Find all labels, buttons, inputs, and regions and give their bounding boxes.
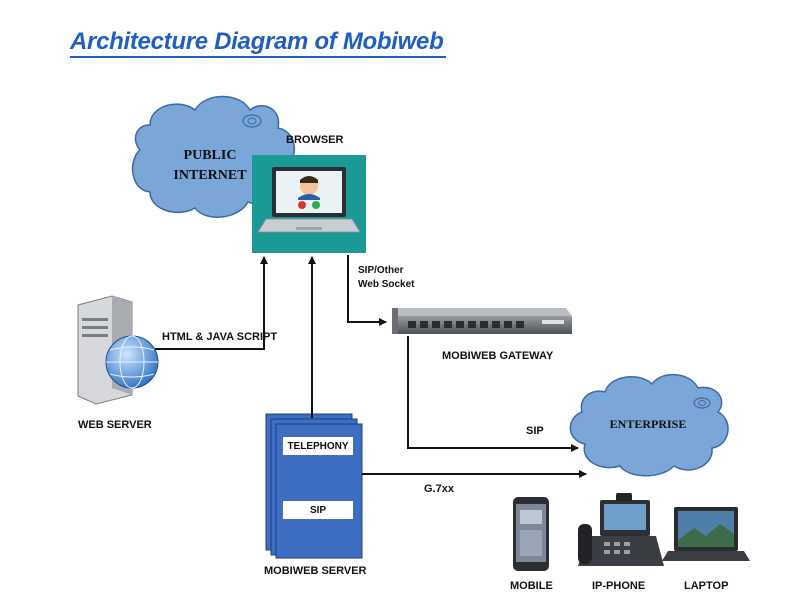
sip-module: SIP xyxy=(282,500,354,520)
laptop-label: LAPTOP xyxy=(684,580,729,592)
edge-sip xyxy=(407,336,579,452)
telephony-module: TELEPHONY xyxy=(282,436,354,456)
ip-phone-device xyxy=(578,493,664,566)
g7xx-label: G.7xx xyxy=(424,483,454,495)
web-socket-text: Web Socket xyxy=(358,279,415,290)
mobiweb-server-label: MOBIWEB SERVER xyxy=(264,565,367,577)
diagram-title: Architecture Diagram of Mobiweb xyxy=(70,28,444,55)
edge-sip-websocket xyxy=(347,255,387,326)
browser-node xyxy=(252,155,366,253)
sip-websocket-label: SIP/Other Web Socket xyxy=(358,264,415,292)
gateway-node xyxy=(392,308,572,334)
ip-phone-label: IP-PHONE xyxy=(592,580,646,592)
sip-other-text: SIP/Other xyxy=(358,265,404,276)
web-server-label: WEB SERVER xyxy=(78,419,152,431)
public-internet-label: PUBLIC INTERNET xyxy=(173,148,247,183)
edge-html-js xyxy=(155,256,268,350)
enterprise-label: ENTERPRISE xyxy=(609,417,687,431)
title-underline xyxy=(70,56,446,58)
web-server-node xyxy=(77,295,159,405)
mobile-label: MOBILE xyxy=(510,580,553,592)
browser-label: BROWSER xyxy=(286,134,344,146)
sip-edge-label: SIP xyxy=(526,425,544,437)
mobile-device xyxy=(513,497,549,571)
connectors xyxy=(155,255,587,478)
laptop-device xyxy=(662,507,750,561)
enterprise-cloud xyxy=(569,374,729,477)
html-js-label: HTML & JAVA SCRIPT xyxy=(162,331,278,343)
gateway-label: MOBIWEB GATEWAY xyxy=(442,350,554,362)
